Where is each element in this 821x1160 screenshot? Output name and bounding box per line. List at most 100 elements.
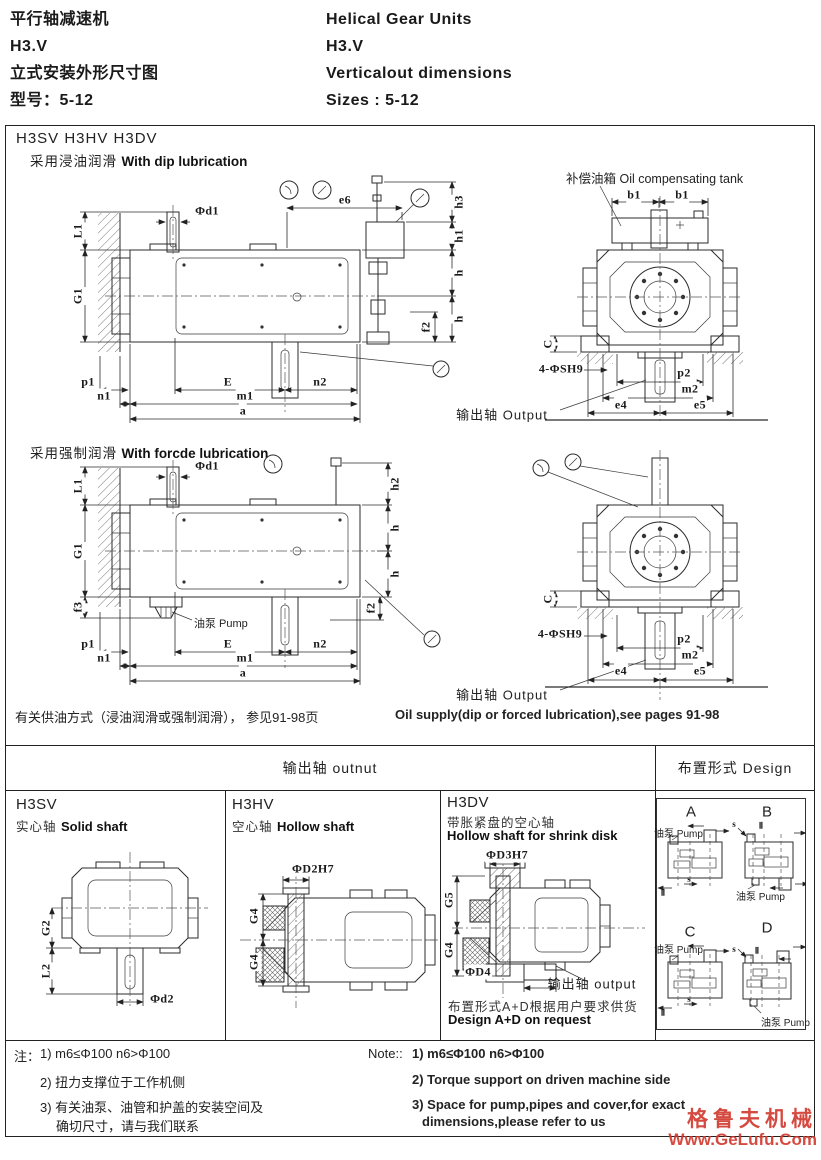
design-variant-c: C [684, 923, 696, 941]
col-h3dv-sub-en: Hollow shaft for shrink disk [447, 828, 618, 843]
table-header-line [5, 790, 815, 791]
outer-frame [5, 125, 815, 1137]
forced-title: 采用强制润滑 With forcde lubrication [30, 442, 268, 463]
mark-s: s [687, 874, 691, 884]
dim-label-G5: G5 [441, 890, 457, 910]
output-shaft-drawings [46, 850, 645, 1008]
dim-label-G1: G1 [70, 541, 86, 561]
notes-en-item: 2) Torque support on driven machine side [412, 1072, 671, 1087]
h3dv-note-zh: 布置形式A+D根据用户要求供货 [448, 1000, 638, 1014]
notes-top-line [5, 1040, 815, 1041]
dim-label-D4: ΦD4 [464, 964, 492, 980]
header-en-line: Verticalout dimensions [326, 65, 513, 82]
header-zh-line: 型号：5-12 [10, 92, 94, 109]
dim-label-h3: h3 [451, 194, 467, 210]
mark-ii: Ⅱ [754, 945, 760, 956]
header-zh-block: 平行轴减速机 H3.V 立式安装外形尺寸图 型号：5-12 [10, 6, 159, 114]
header-en-line: H3.V [326, 38, 364, 55]
table-header-output: 输出轴 outnut [282, 760, 378, 776]
header-zh-line: 平行轴减速机 [10, 11, 110, 28]
forced-title-zh: 采用强制润滑 [30, 446, 117, 461]
notes-zh-item: 1) m6≤Φ100 n6>Φ100 [40, 1046, 171, 1061]
dip-title-zh: 采用浸油润滑 [30, 154, 117, 169]
dim-label-p1: p1 [80, 374, 96, 390]
dim-label-C: C [540, 338, 556, 350]
dim-label-L1: L1 [70, 477, 86, 495]
h3dv-note-en: Design A+D on request [448, 1012, 591, 1027]
mark-s: s [687, 994, 691, 1004]
dim-label-p1: p1 [80, 636, 96, 652]
notes-en-item: 1) m6≤Φ100 n6>Φ100 [412, 1046, 545, 1061]
dim-label-G4: G4 [441, 940, 457, 960]
dim-label-L1: L1 [70, 222, 86, 240]
dim-label-b1: b1 [626, 187, 642, 203]
dim-label-e4: e4 [613, 663, 629, 679]
column-divider-2 [440, 790, 441, 1040]
header-en-block: Helical Gear Units H3.V Verticalout dime… [326, 6, 512, 114]
dim-label-C: C [540, 593, 556, 605]
table-top-line [5, 745, 815, 746]
dim-label-f2: f2 [418, 320, 434, 334]
dim-label-n1: n1 [96, 388, 112, 404]
header-en-line: Sizes : 5-12 [326, 92, 420, 109]
dim-label-e5: e5 [692, 663, 708, 679]
dim-label-n2: n2 [312, 636, 328, 652]
output-shaft-label: 输出轴 Output [456, 407, 548, 423]
design-variant-a: A [685, 803, 697, 821]
design-variant-d: D [761, 919, 773, 937]
watermark-en: Www.GeLufu.Com [668, 1130, 817, 1150]
dim-label-h: h [451, 268, 467, 278]
col-h3sv-sub-zh: 实心轴 [16, 820, 57, 834]
dim-label-D3H7: ΦD3H7 [485, 847, 529, 863]
dim-label-L2: L2 [38, 962, 54, 980]
col-h3sv-model: H3SV [16, 796, 58, 813]
dim-label-a: a [238, 665, 248, 681]
mark-ii: Ⅱ [758, 820, 764, 831]
col-h3hv-sub: 空心轴 Hollow shaft [232, 816, 354, 836]
design-inner-box [656, 798, 806, 1030]
pump-label: 油泵 Pump [194, 618, 248, 630]
dim-label-E: E [222, 374, 234, 390]
header-en-line: Helical Gear Units [326, 11, 472, 28]
pump-label: 油泵 Pump [654, 829, 703, 840]
col-h3hv-sub-en: Hollow shaft [276, 819, 355, 834]
col-h3dv-model: H3DV [447, 794, 490, 811]
watermark-zh: 格鲁夫机械 [687, 1108, 817, 1131]
header-zh-line: H3.V [10, 38, 48, 55]
design-variant-b: B [761, 803, 773, 821]
dim-label-n2: n2 [312, 374, 328, 390]
output-shaft-label: 输出轴 Output [456, 687, 548, 703]
dim-label-m1: m1 [235, 388, 255, 404]
header-zh-line: 立式安装外形尺寸图 [10, 65, 159, 82]
dim-label-G1: G1 [70, 286, 86, 306]
mark-ii: Ⅱ [660, 1007, 666, 1018]
dim-label-h: h [451, 314, 467, 324]
col-h3dv-sub-zh: 带胀紧盘的空心轴 [447, 816, 556, 830]
watermark: 格鲁夫机械 Www.GeLufu.Com [668, 1108, 817, 1150]
dim-label-p2: p2 [676, 365, 692, 381]
dim-label-D2H7: ΦD2H7 [291, 861, 335, 877]
notes-zh-item: 3) 有关油泵、油管和护盖的安装空间及 [40, 1100, 264, 1115]
dim-label-n1: n1 [96, 650, 112, 666]
col-h3hv-sub-zh: 空心轴 [232, 820, 273, 834]
tank-label: 补偿油箱 Oil compensating tank [566, 172, 744, 186]
models-heading: H3SV H3HV H3DV [16, 130, 158, 147]
dim-label-a: a [238, 403, 248, 419]
dim-label-G4: G4 [246, 906, 262, 926]
dim-label-h: h [387, 569, 403, 579]
dim-label-f2: f2 [363, 601, 379, 615]
output-shaft-label: 输出轴 output [547, 976, 637, 992]
notes-en-label: Note:: [368, 1046, 403, 1061]
dim-label-m2: m2 [680, 647, 700, 663]
design-variants-drawing [657, 823, 806, 1014]
notes-zh-label: 注： [14, 1049, 41, 1064]
dip-title-en: With dip lubrication [121, 154, 248, 169]
dim-label-p2: p2 [676, 631, 692, 647]
pump-label: 油泵 Pump [761, 1018, 810, 1029]
column-divider-1 [225, 790, 226, 1040]
forced-title-en: With forcde lubrication [121, 446, 269, 461]
mark-s: s [732, 944, 736, 954]
dim-label-e6: e6 [337, 192, 353, 208]
dim-label-E: E [222, 636, 234, 652]
dim-label-d1: Φd1 [194, 203, 220, 219]
